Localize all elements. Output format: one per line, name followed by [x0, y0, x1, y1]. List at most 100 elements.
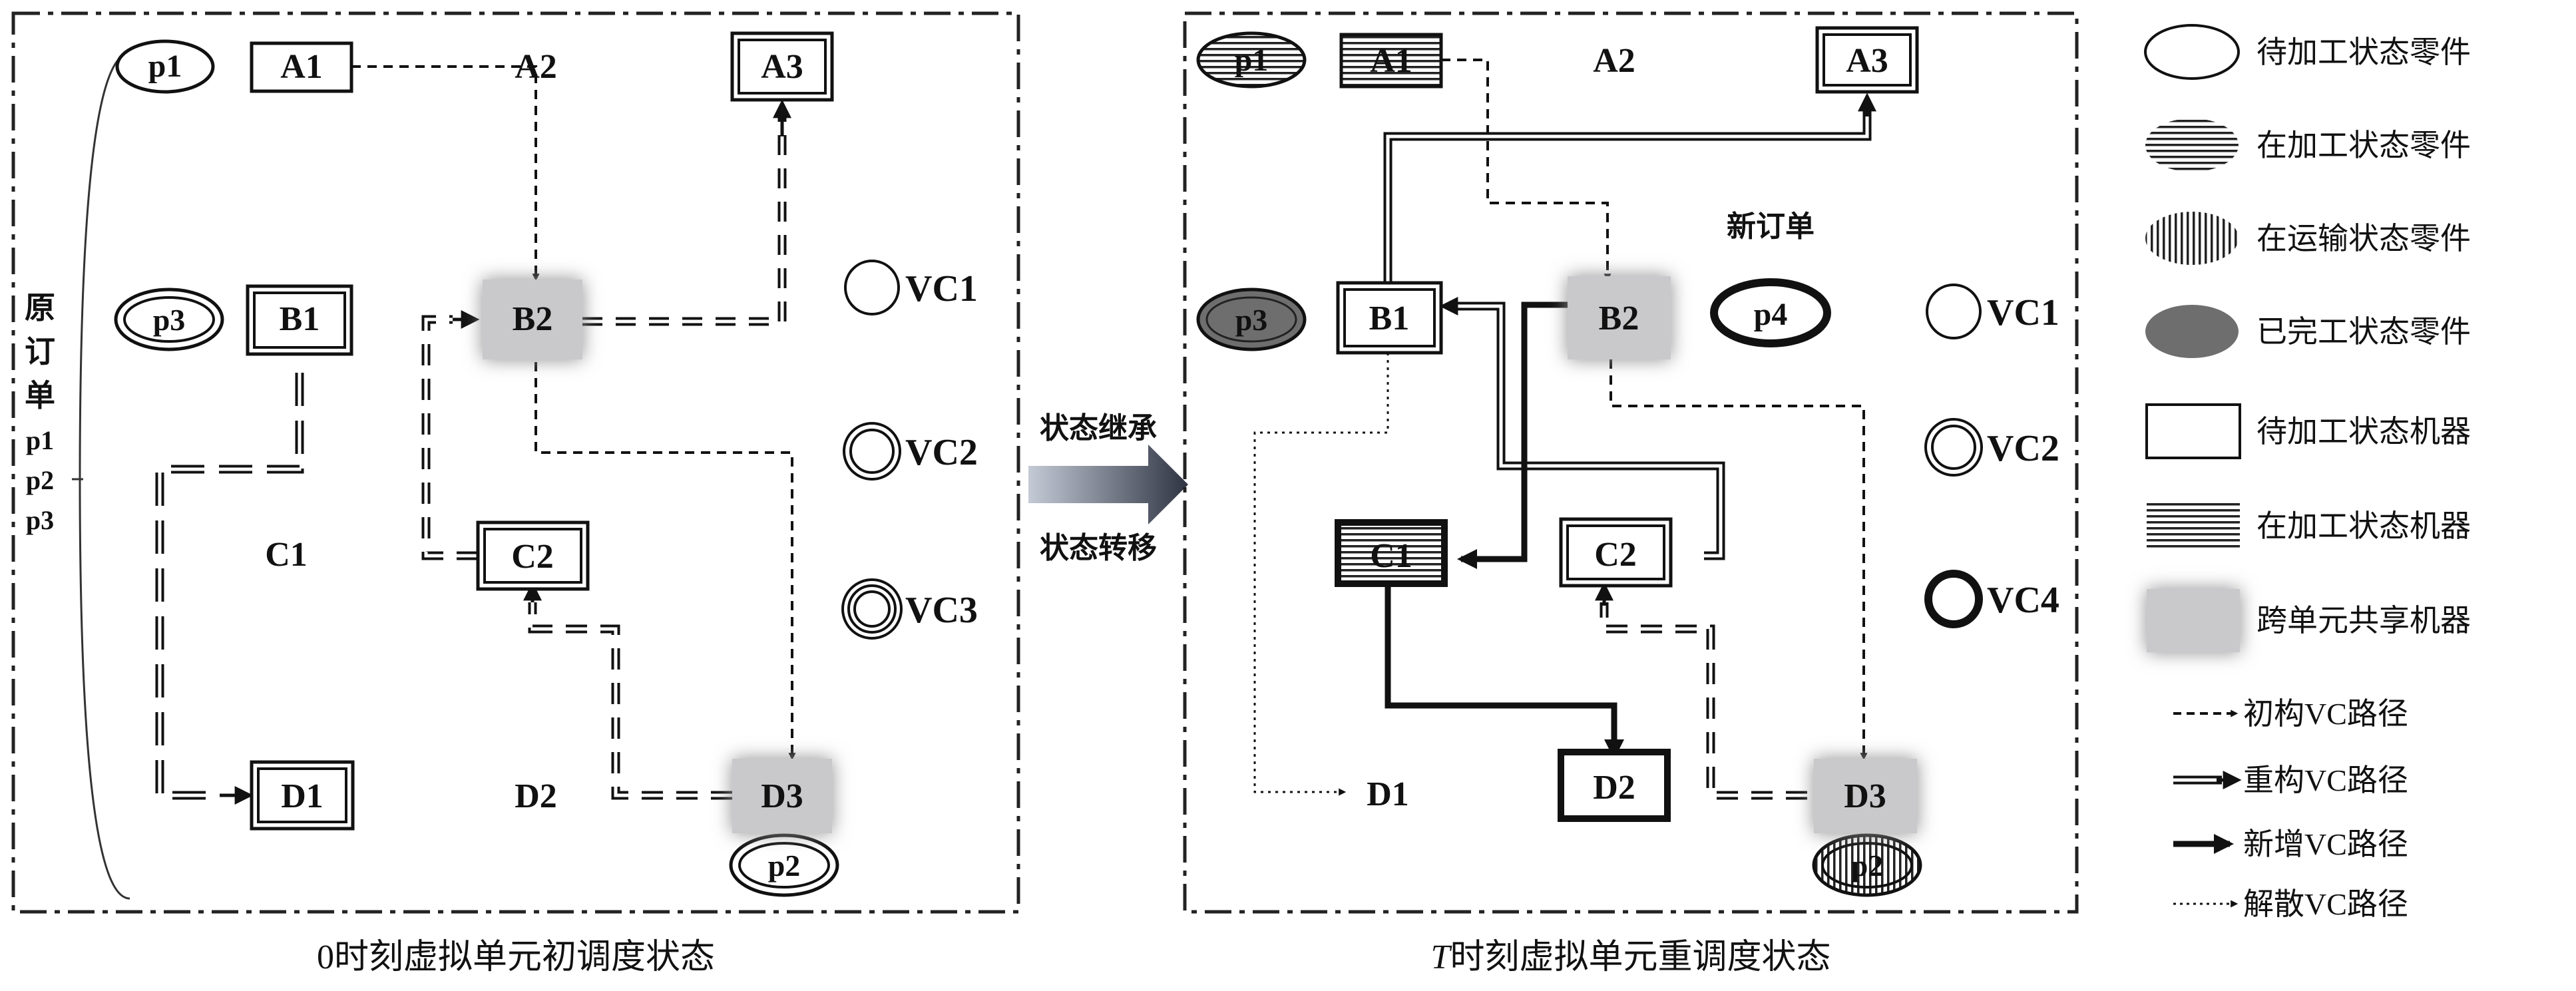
machine-label: B2 — [513, 300, 553, 338]
machine-label: D3 — [761, 777, 803, 815]
vc4-right: VC4 — [1924, 570, 2059, 628]
order-brace — [79, 52, 130, 900]
part-p2-transport: p2 — [729, 833, 839, 897]
part-p2-transport-right: p2 — [1812, 833, 1922, 897]
machine-d2-new: D2 — [1558, 749, 1671, 822]
machine-label: A1 — [280, 48, 323, 86]
legend-path-reconfig: 重构VC路径 — [2173, 763, 2408, 797]
path-d3-c2-reconfig — [1595, 582, 1807, 800]
legend-part-done: 已完工状态零件 — [2145, 305, 2471, 358]
machine-a3: A3 — [730, 31, 834, 102]
legend-part-processing: 在加工状态零件 — [2145, 118, 2471, 172]
path-b1-d1 — [155, 373, 304, 805]
part-label: p1 — [148, 49, 182, 84]
part-label: p4 — [1754, 297, 1788, 332]
vc1-left: VC1 — [844, 260, 978, 315]
svg-text:初构VC路径: 初构VC路径 — [2243, 697, 2408, 731]
legend-machine-waiting: 待加工状态机器 — [2145, 403, 2471, 459]
svg-text:在加工状态零件: 在加工状态零件 — [2256, 128, 2471, 162]
vc3-left: VC3 — [841, 578, 978, 640]
order-label: 原 订 单 p1 p2 p3 — [25, 291, 55, 535]
svg-text:在运输状态零件: 在运输状态零件 — [2256, 222, 2471, 256]
machine-label: C2 — [1594, 536, 1637, 574]
path-a1-b2 — [351, 65, 540, 282]
svg-text:待加工状态机器: 待加工状态机器 — [2256, 415, 2471, 449]
svg-text:待加工状态零件: 待加工状态零件 — [2256, 35, 2471, 69]
path-b2-c1-new — [1457, 301, 1568, 569]
legend-machine-shared: 跨单元共享机器 — [2147, 589, 2471, 652]
machine-b1: B1 — [246, 284, 353, 356]
svg-text:新增VC路径: 新增VC路径 — [2243, 827, 2408, 861]
state-transfer: 状态继承 状态转移 — [1028, 412, 1188, 564]
vc-label: VC1 — [905, 268, 978, 309]
new-order-label: 新订单 — [1727, 210, 1815, 243]
part-p3-done: p3 — [1196, 288, 1307, 351]
transfer-arrow — [1028, 445, 1188, 524]
part-label: p1 — [1235, 43, 1269, 78]
legend-path-initial: 初构VC路径 — [2173, 697, 2408, 731]
machine-b2-shared-right: B2 — [1568, 276, 1671, 359]
transfer-bottom-label: 状态转移 — [1040, 532, 1157, 564]
path-a1-b2-right — [1441, 59, 1611, 282]
machine-d3-shared: D3 — [732, 759, 832, 833]
order-label-char: 单 — [25, 379, 55, 413]
machine-c1-processing: C1 — [1335, 519, 1448, 587]
machine-d1-right: D1 — [1367, 775, 1409, 813]
machine-a3-right: A3 — [1815, 26, 1919, 94]
legend-part-waiting: 待加工状态零件 — [2144, 24, 2471, 80]
vc-label: VC2 — [1987, 428, 2059, 469]
vc1-right: VC1 — [1926, 284, 2059, 339]
machine-label: D3 — [1844, 777, 1886, 815]
legend-path-new: 新增VC路径 — [2173, 827, 2408, 861]
machine-label: C1 — [1370, 537, 1412, 575]
machine-label: A3 — [761, 48, 803, 86]
part-label: p3 — [153, 303, 186, 337]
part-p4-new: 新订单 p4 — [1710, 210, 1831, 347]
order-label-char: 订 — [25, 335, 55, 369]
svg-text:在加工状态机器: 在加工状态机器 — [2256, 509, 2471, 543]
machine-b1-right: B1 — [1336, 281, 1443, 355]
machine-label: B1 — [1369, 299, 1410, 337]
machine-a1-processing: A1 — [1339, 33, 1443, 89]
legend: 待加工状态零件 在加工状态零件 在运输状态零件 已完工状态零件 待加工状态机器 … — [2144, 24, 2471, 921]
vc-label: VC1 — [1987, 292, 2059, 333]
machine-c2-right: C2 — [1559, 517, 1673, 588]
order-part: p1 — [26, 425, 54, 455]
left-panel-border — [11, 11, 1020, 914]
legend-machine-processing: 在加工状态机器 — [2147, 500, 2471, 550]
machine-label: C2 — [511, 538, 554, 576]
machine-d2: D2 — [515, 777, 557, 815]
order-part: p3 — [26, 505, 54, 535]
order-part: p2 — [26, 465, 54, 495]
legend-path-dissolve: 解散VC路径 — [2173, 887, 2408, 921]
path-b2-d3 — [535, 346, 796, 761]
part-p3-transport: p3 — [114, 288, 224, 351]
part-label: p2 — [1851, 849, 1884, 883]
left-caption: 0时刻虚拟单元初调度状态 — [317, 938, 715, 976]
machine-a1: A1 — [250, 41, 353, 93]
vc-label: VC4 — [1987, 580, 2059, 621]
path-b2-d3-right — [1610, 359, 1868, 761]
path-d3-c2 — [523, 582, 732, 800]
machine-d1: D1 — [250, 760, 355, 831]
machine-label: D2 — [1593, 769, 1635, 807]
vc2-left: VC2 — [843, 422, 978, 481]
path-b1-d1-dissolve — [1253, 353, 1389, 796]
svg-text:解散VC路径: 解散VC路径 — [2243, 887, 2408, 921]
machine-label: A3 — [1846, 42, 1888, 80]
part-p1-waiting: p1 — [115, 39, 215, 94]
path-c1-d2-new — [1385, 582, 1624, 759]
machine-a2: A2 — [515, 48, 557, 86]
path-c2-b1-reconfig — [1439, 297, 1725, 560]
svg-text:跨单元共享机器: 跨单元共享机器 — [2256, 604, 2471, 638]
part-label: p3 — [1235, 303, 1268, 337]
machine-d3-shared-right: D3 — [1814, 759, 1917, 833]
machine-b2-shared: B2 — [483, 280, 582, 359]
svg-text:重构VC路径: 重构VC路径 — [2243, 763, 2408, 797]
right-caption: T时刻虚拟单元重调度状态 — [1431, 938, 1831, 976]
machine-label: B1 — [280, 300, 320, 338]
path-b1-a3-reconfig — [1383, 93, 1876, 283]
machine-label: D1 — [281, 777, 323, 815]
left-panel: 原 订 单 p1 p2 p3 — [11, 11, 1020, 976]
